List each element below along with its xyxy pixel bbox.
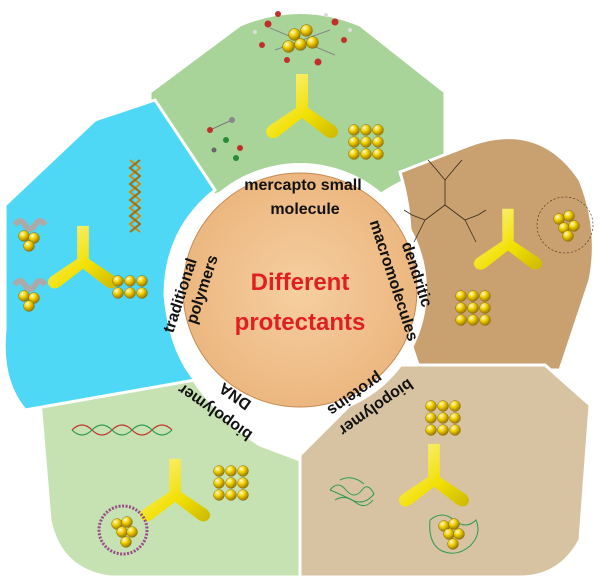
nanoparticle-grid-icon (214, 466, 249, 501)
title-line-2: protectants (235, 309, 366, 336)
label-mercapto-1: mercapto small (244, 177, 361, 194)
nanoparticle-grid-icon (456, 291, 491, 326)
label-mercapto-2: molecule (270, 201, 339, 218)
nanoparticle-grid-icon (426, 401, 461, 436)
nanoparticle-grid-icon (349, 125, 384, 160)
title-line-1: Different (251, 269, 350, 296)
